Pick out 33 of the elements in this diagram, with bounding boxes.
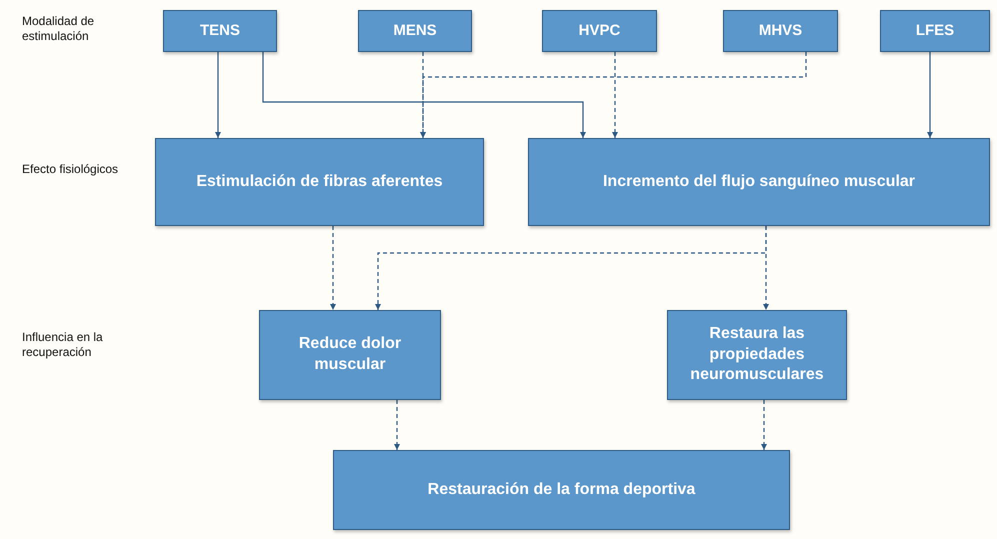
box-label: MENS [393, 21, 437, 41]
box-label: Reduce dolor muscular [298, 334, 402, 375]
arrow [330, 226, 336, 310]
process-box [723, 10, 838, 52]
arrow [420, 52, 426, 138]
box-label: Restaura las propiedades neuromusculares [689, 324, 825, 386]
arrow [761, 400, 767, 450]
box-label: Estimulación de fibras aferentes [196, 172, 443, 192]
row-heading: Influencia en la recuperación [22, 330, 104, 360]
process-box [880, 10, 990, 52]
arrow [612, 52, 618, 138]
arrow [763, 226, 769, 310]
row-heading: Modalidad de estimulación [22, 14, 96, 44]
arrow [262, 52, 586, 138]
arrow [927, 52, 933, 138]
process-box [528, 138, 990, 226]
box-label: LFES [916, 21, 954, 41]
row-heading: Efecto fisiológicos [22, 162, 120, 177]
box-label: Restauración de la forma deportiva [428, 480, 696, 500]
arrow [215, 52, 221, 138]
box-label: TENS [200, 21, 240, 41]
process-box [667, 310, 847, 400]
box-label: HVPC [578, 21, 620, 41]
process-box [259, 310, 441, 400]
process-box [333, 450, 790, 530]
process-box [155, 138, 484, 226]
box-label: Incremento del flujo sanguíneo muscular [602, 172, 916, 192]
arrow [394, 400, 400, 450]
process-box [358, 10, 472, 52]
process-box [542, 10, 657, 52]
process-box [163, 10, 277, 52]
box-label: MHVS [758, 21, 802, 41]
arrow [420, 52, 807, 138]
